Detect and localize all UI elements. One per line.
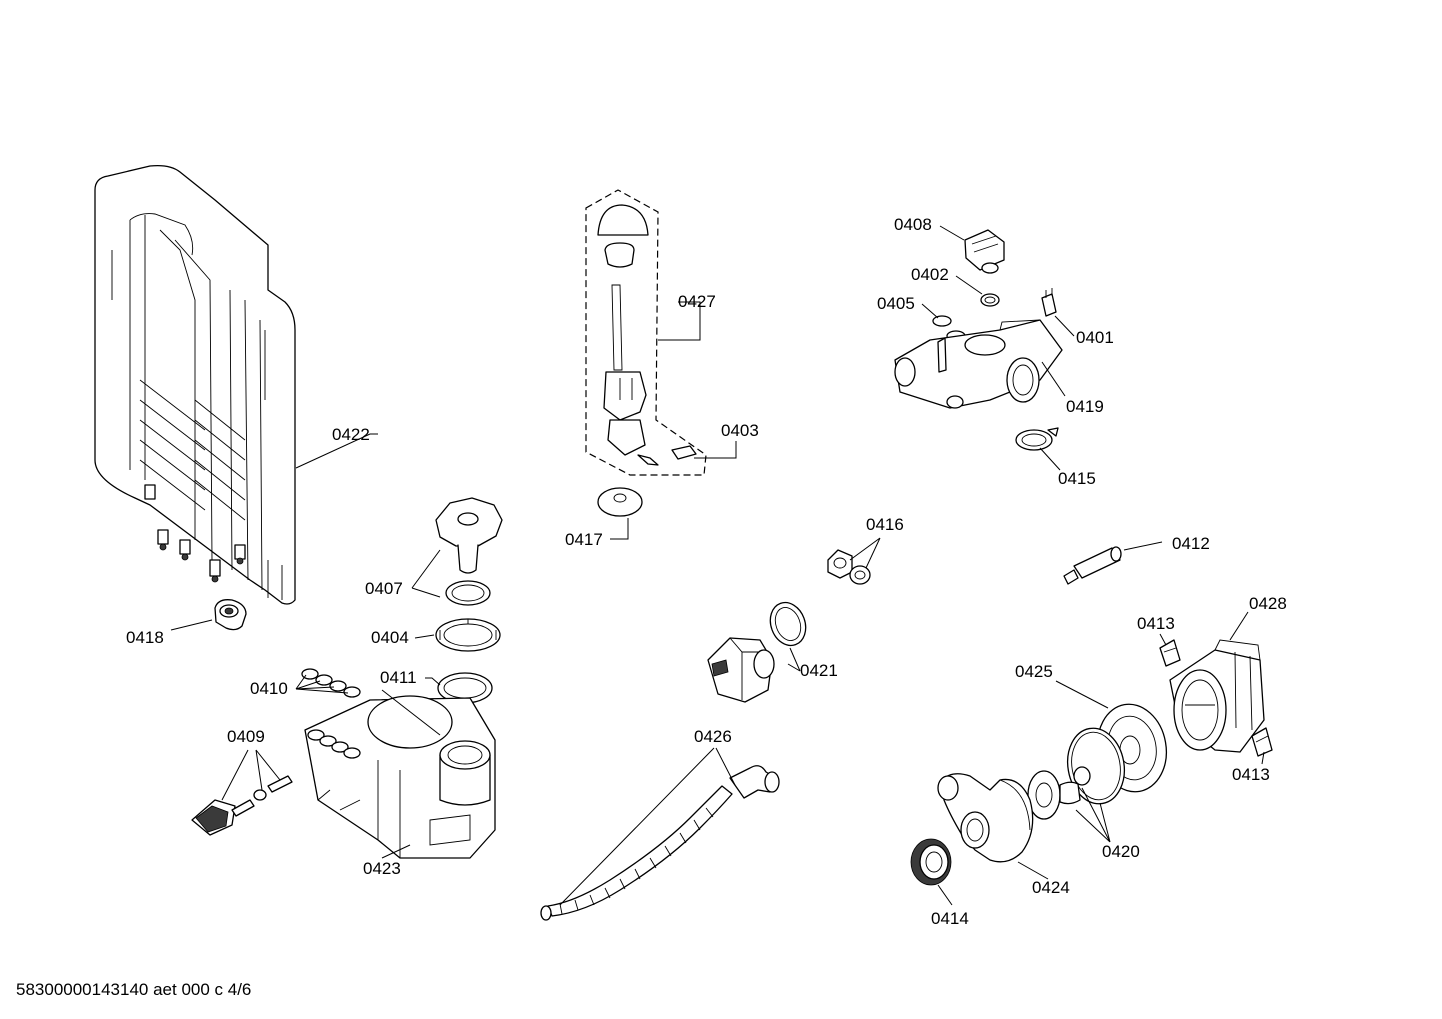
part-0416-fittings [827,549,871,585]
part-0413-clip-upper [1159,639,1181,667]
callout-0425: 0425 [1015,662,1053,681]
part-0428-heat-pump-housing [1169,639,1265,753]
callout-0415: 0415 [1058,469,1096,488]
part-0419-distributor [894,319,1063,409]
leader-lines [170,225,1265,906]
callout-0417: 0417 [565,530,603,549]
part-0413-clip-lower [1251,727,1273,757]
callout-0427: 0427 [678,292,716,311]
part-0410-seals [301,668,361,698]
callout-0424: 0424 [1032,878,1070,897]
callout-0407: 0407 [365,579,403,598]
callout-0401: 0401 [1076,328,1114,347]
part-0418-clip [214,599,247,631]
part-0424-pump-body [937,773,1034,863]
callout-0422: 0422 [332,425,370,444]
callout-0403: 0403 [721,421,759,440]
callout-0419: 0419 [1066,397,1104,416]
part-0423-softener [304,695,496,859]
part-0412-tube-component [1063,546,1122,585]
part-0404-ring-nut [435,618,501,652]
part-0402-o-ring [980,293,1000,307]
callout-0420: 0420 [1102,842,1140,861]
part-0426-drain-hose [540,765,780,921]
part-0415-hose-clamp [1015,427,1059,451]
document-code: 58300000143140 aet 000 c 4/6 [16,980,252,999]
part-0421-pump [707,637,775,703]
callout-0411: 0411 [380,668,417,687]
callout-0409: 0409 [227,727,265,746]
callout-0408: 0408 [894,215,932,234]
callout-0421: 0421 [800,661,838,680]
callout-0423: 0423 [363,859,401,878]
callout-0412: 0412 [1172,534,1210,553]
part-0401-connector [1041,288,1057,317]
callout-0414: 0414 [931,909,969,928]
part-0407-cap [435,497,503,574]
callout-0402: 0402 [911,265,949,284]
callout-0418: 0418 [126,628,164,647]
part-0409-valve [191,775,293,836]
part-0417-disc [597,487,643,517]
callout-0413-lower: 0413 [1232,765,1270,784]
callout-0428: 0428 [1249,594,1287,613]
callout-0404: 0404 [371,628,409,647]
callout-0416: 0416 [866,515,904,534]
callout-0426: 0426 [694,727,732,746]
part-0422-water-pocket [94,164,296,605]
callout-0410: 0410 [250,679,288,698]
part-0407-gasket [445,580,491,606]
callout-0405: 0405 [877,294,915,313]
callout-labels: 0422 0418 0407 0404 0411 0410 0409 0423 … [126,215,1287,928]
part-0420-impeller [1027,766,1091,820]
callout-0413-upper: 0413 [1137,614,1175,633]
part-0408-plug [964,229,1005,274]
part-0414-seal [910,838,952,886]
part-0427-float-assembly [585,189,707,476]
part-0421-pump-o-ring [769,601,807,647]
